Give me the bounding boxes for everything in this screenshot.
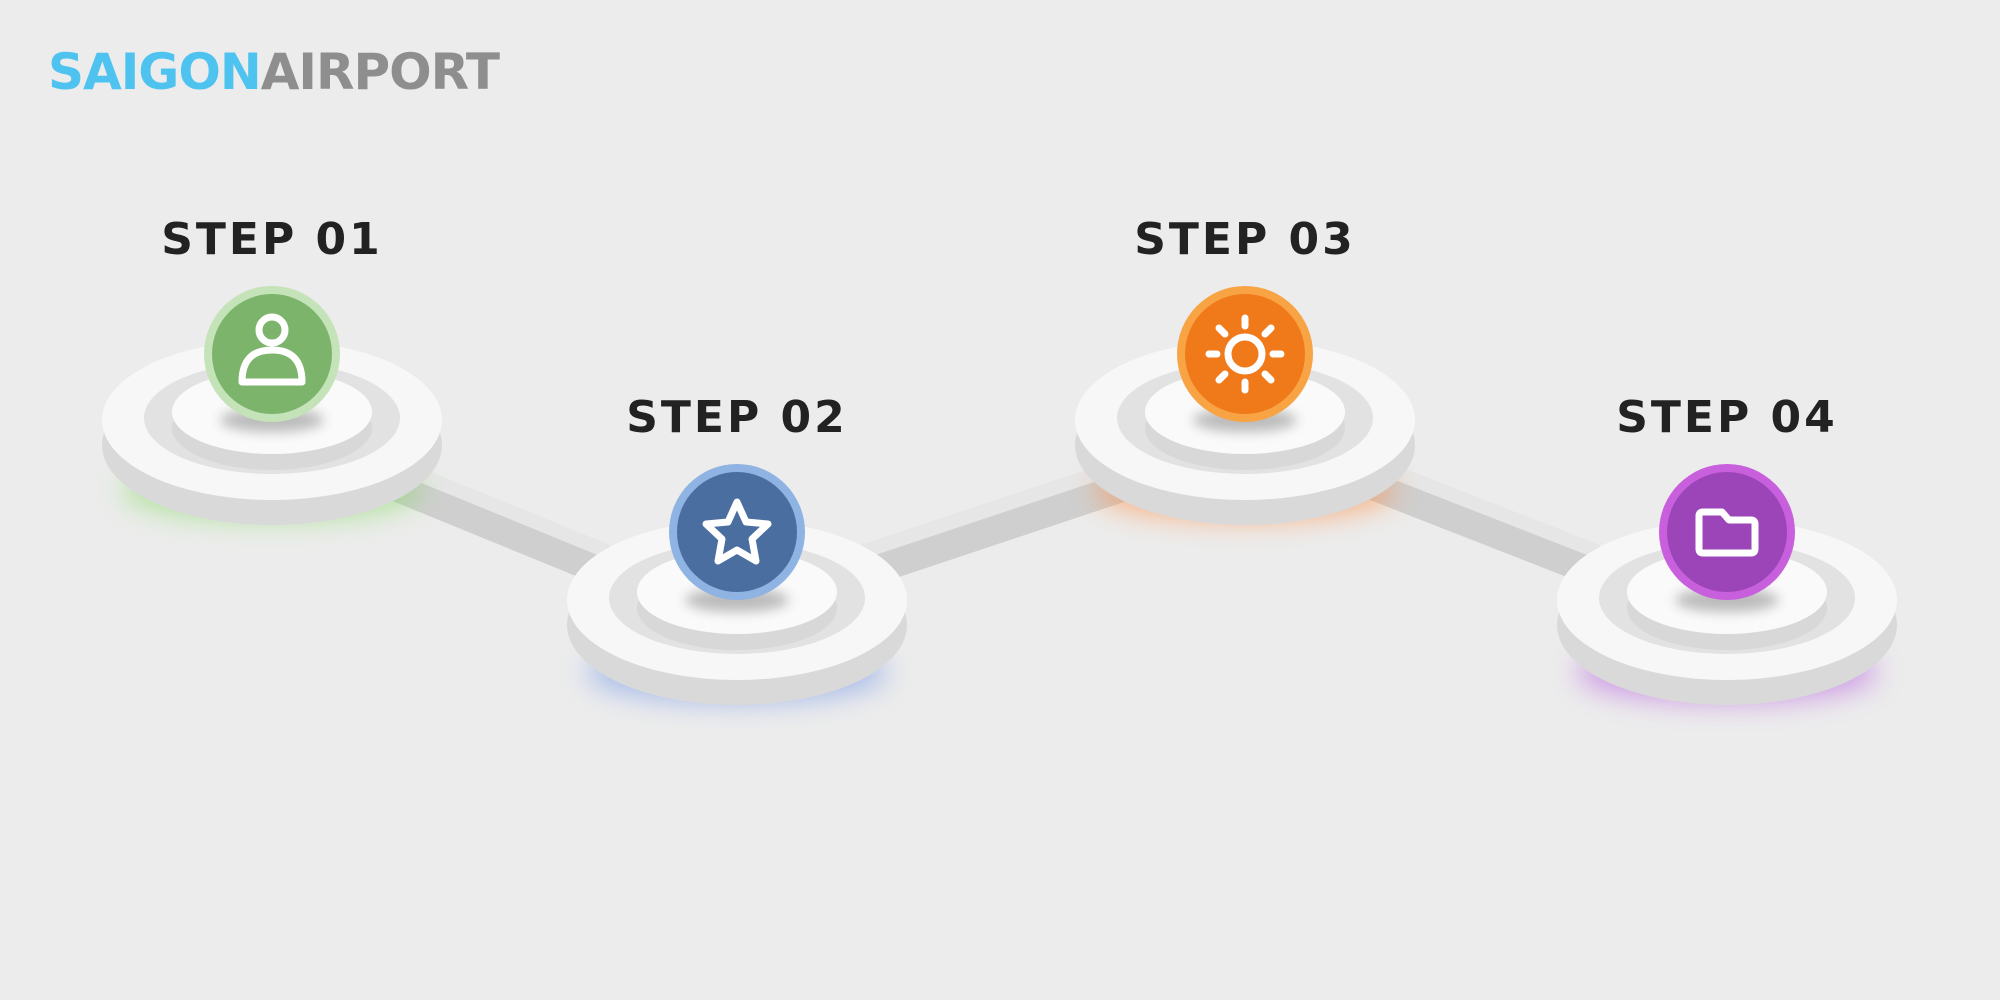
step-label-2: STEP 02	[626, 392, 848, 443]
step-node-1	[102, 286, 442, 525]
step-node-3	[1075, 286, 1415, 525]
gear-icon	[1205, 314, 1285, 394]
logo-text-airport: AIRPORT	[260, 43, 500, 101]
step-label-3: STEP 03	[1134, 214, 1356, 265]
logo-text-saigon: SAIGON	[48, 43, 262, 101]
star-icon	[702, 498, 772, 565]
step-label-1: STEP 01	[161, 214, 383, 265]
connector-3-4	[1370, 455, 1600, 590]
connector-2-3	[860, 455, 1130, 590]
user-icon	[238, 313, 306, 386]
step-label-4: STEP 04	[1616, 392, 1838, 443]
connector-1-2	[390, 455, 610, 590]
folder-icon	[1695, 508, 1759, 557]
step-node-4	[1557, 464, 1897, 705]
step-node-2	[567, 464, 907, 705]
